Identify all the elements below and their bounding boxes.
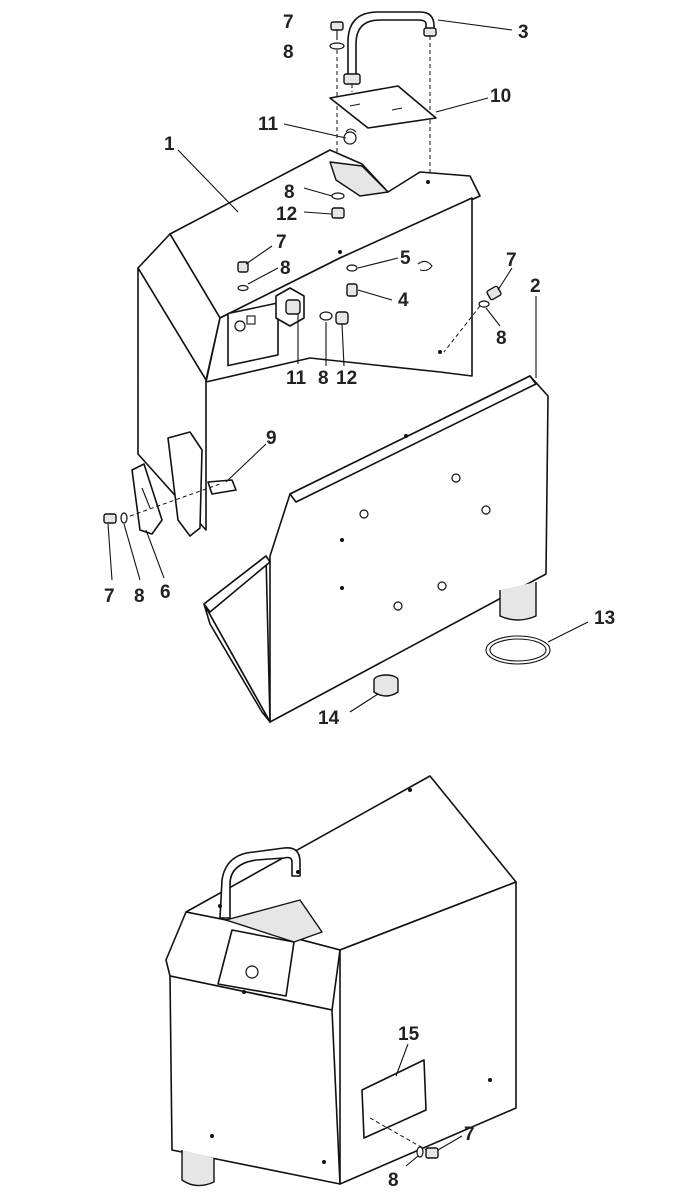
bolt-right — [478, 285, 502, 308]
callout-9: 9 — [266, 428, 277, 449]
side-grip — [167, 431, 203, 537]
callout-8-top: 8 — [283, 42, 294, 63]
clip-top — [343, 128, 357, 145]
switch-bracket — [275, 287, 305, 327]
callout-1: 1 — [164, 134, 175, 155]
latch-part — [131, 463, 163, 535]
base-unit — [203, 375, 549, 723]
cover-plate — [329, 85, 437, 129]
callout-8-upper: 8 — [284, 182, 295, 203]
callout-8-lower: 8 — [134, 586, 145, 607]
screw-4 — [346, 283, 358, 297]
callout-4: 4 — [398, 290, 409, 311]
washer-middle — [319, 311, 333, 321]
o-ring — [485, 635, 551, 665]
bolt-top — [329, 21, 345, 50]
assembled-unit — [165, 775, 517, 1187]
callout-7-top: 7 — [283, 12, 294, 33]
callout-13: 13 — [594, 608, 615, 629]
callout-7-bottom: 7 — [464, 1124, 475, 1145]
clip-5 — [346, 260, 433, 272]
callout-7-right: 7 — [506, 250, 517, 271]
callout-8-middle: 8 — [318, 368, 329, 389]
callout-14: 14 — [318, 708, 340, 729]
callout-8-left: 8 — [280, 258, 291, 279]
nut-middle — [335, 311, 349, 325]
callout-15: 15 — [398, 1024, 420, 1045]
callout-labels: 7 8 3 10 11 1 8 12 7 8 5 4 7 2 8 11 8 12… — [104, 12, 615, 1191]
callout-6: 6 — [160, 582, 171, 603]
callout-11-top: 11 — [258, 114, 279, 135]
cap-part — [373, 674, 399, 697]
leader-lines — [107, 19, 589, 1167]
callout-11-middle: 11 — [286, 368, 307, 389]
callout-5: 5 — [400, 248, 411, 269]
top-housing — [137, 149, 481, 531]
callout-10: 10 — [490, 86, 511, 107]
handle-part — [343, 11, 437, 85]
bolt-left-lower — [103, 512, 128, 524]
callout-3: 3 — [518, 22, 529, 43]
callout-7-left: 7 — [276, 232, 287, 253]
nut-upper — [331, 192, 345, 219]
bolt-left-upper — [237, 261, 249, 292]
callout-8-bottom: 8 — [388, 1170, 399, 1191]
callout-12-middle: 12 — [336, 368, 357, 389]
callout-8-right: 8 — [496, 328, 507, 349]
callout-12-upper: 12 — [276, 204, 297, 225]
callout-2: 2 — [530, 276, 541, 297]
callout-7-lower: 7 — [104, 586, 115, 607]
strap-part — [207, 479, 237, 495]
